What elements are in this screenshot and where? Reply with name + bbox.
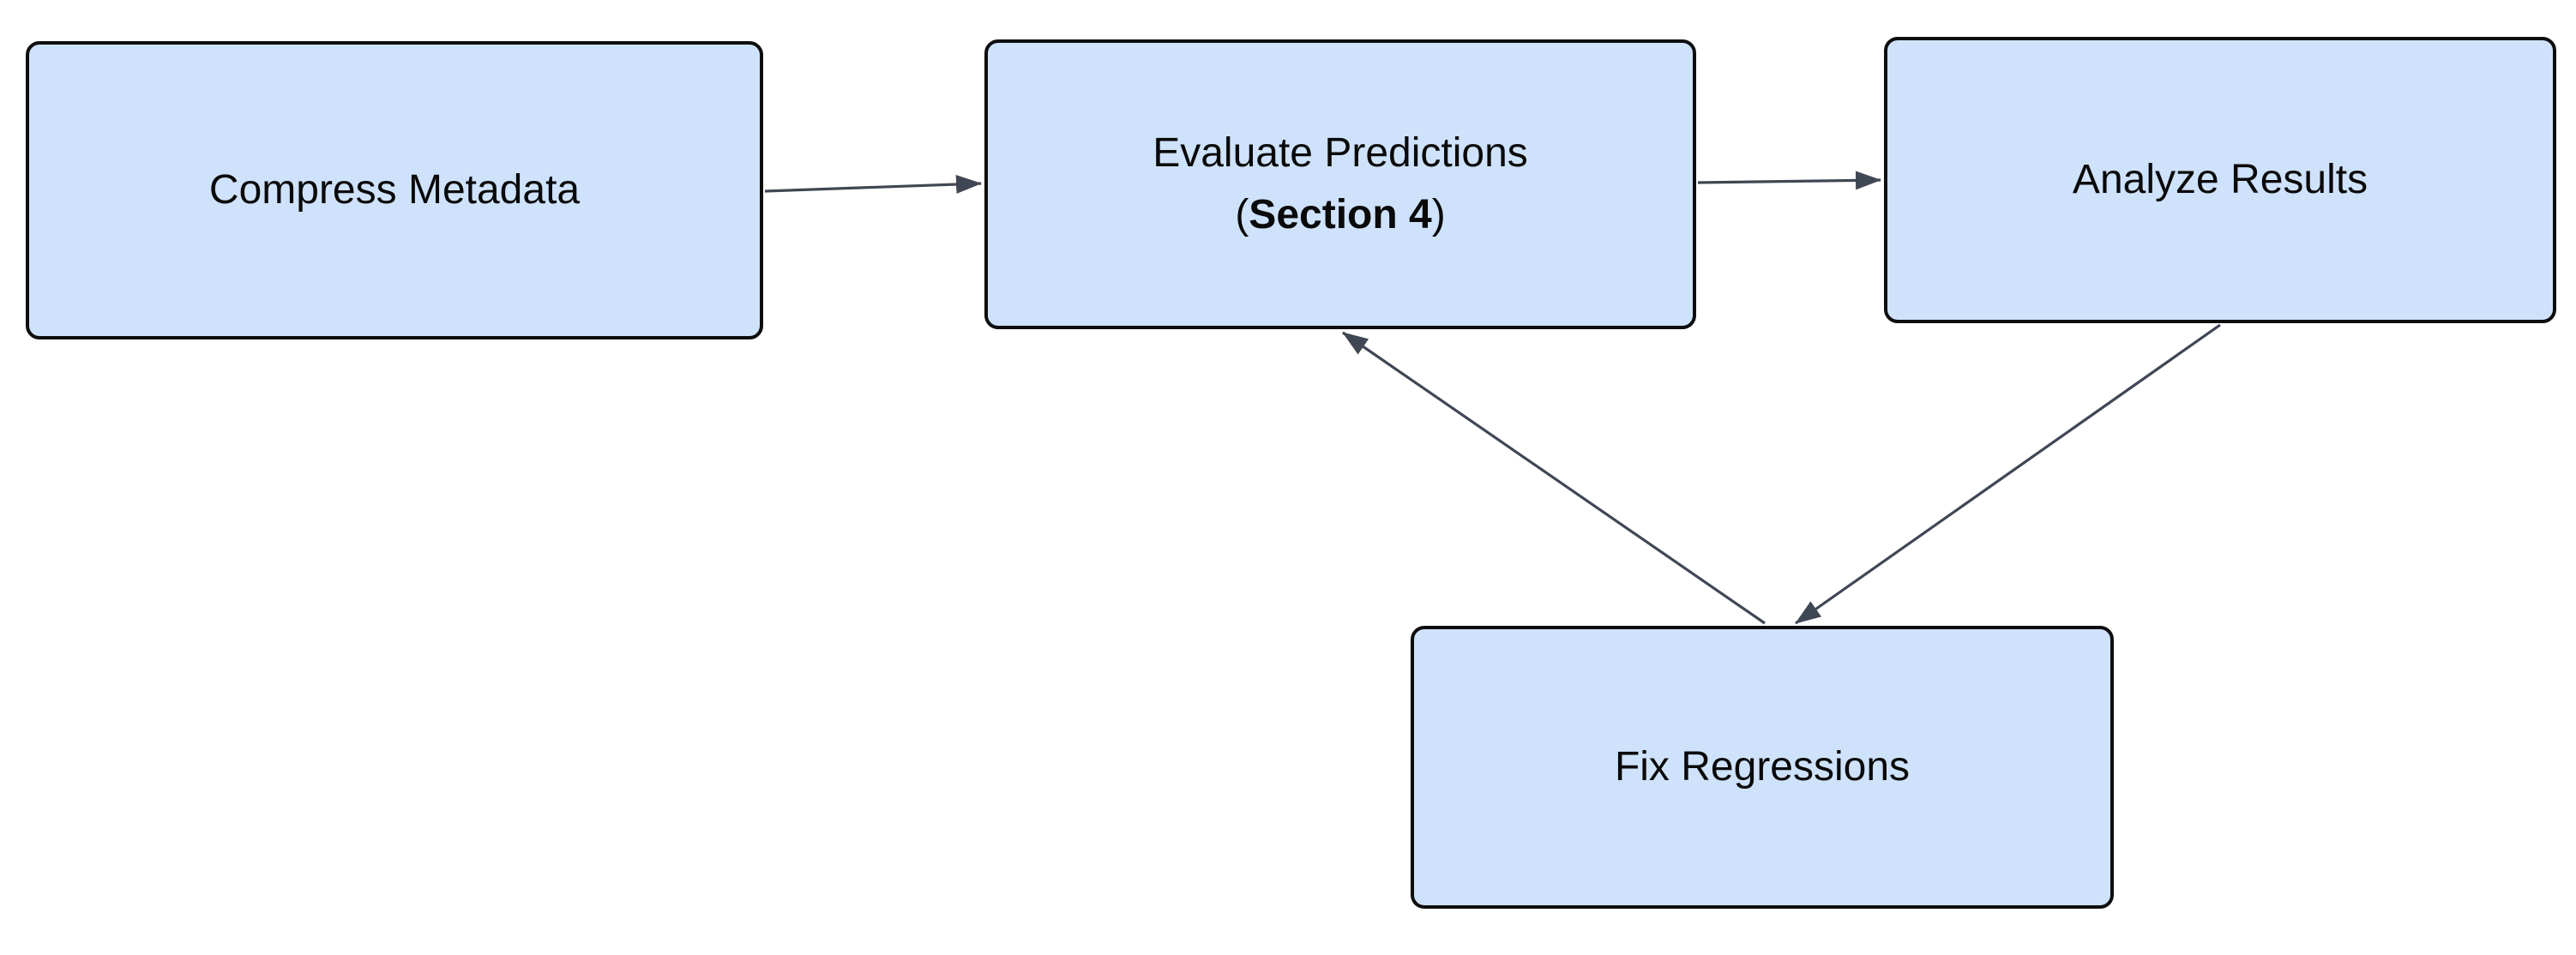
node-sublabel: (Section 4)	[1235, 192, 1446, 237]
node-label: Analyze Results	[2072, 157, 2368, 202]
node-compress-metadata[interactable]: Compress Metadata	[26, 41, 763, 339]
arrow-analyze-to-fix	[1795, 323, 2221, 625]
arrow-evaluate-to-analyze	[1697, 171, 1881, 190]
node-analyze-results[interactable]: Analyze Results	[1884, 37, 2556, 323]
node-evaluate-predictions[interactable]: Evaluate Predictions (Section 4)	[984, 39, 1696, 329]
node-fix-regressions[interactable]: Fix Regressions	[1411, 626, 2114, 909]
arrow-compress-to-evaluate	[764, 175, 982, 195]
node-label: Fix Regressions	[1614, 744, 1911, 790]
node-label: Evaluate Predictions	[1153, 130, 1528, 176]
node-label: Compress Metadata	[208, 167, 581, 213]
arrow-fix-to-evaluate	[1342, 331, 1766, 625]
